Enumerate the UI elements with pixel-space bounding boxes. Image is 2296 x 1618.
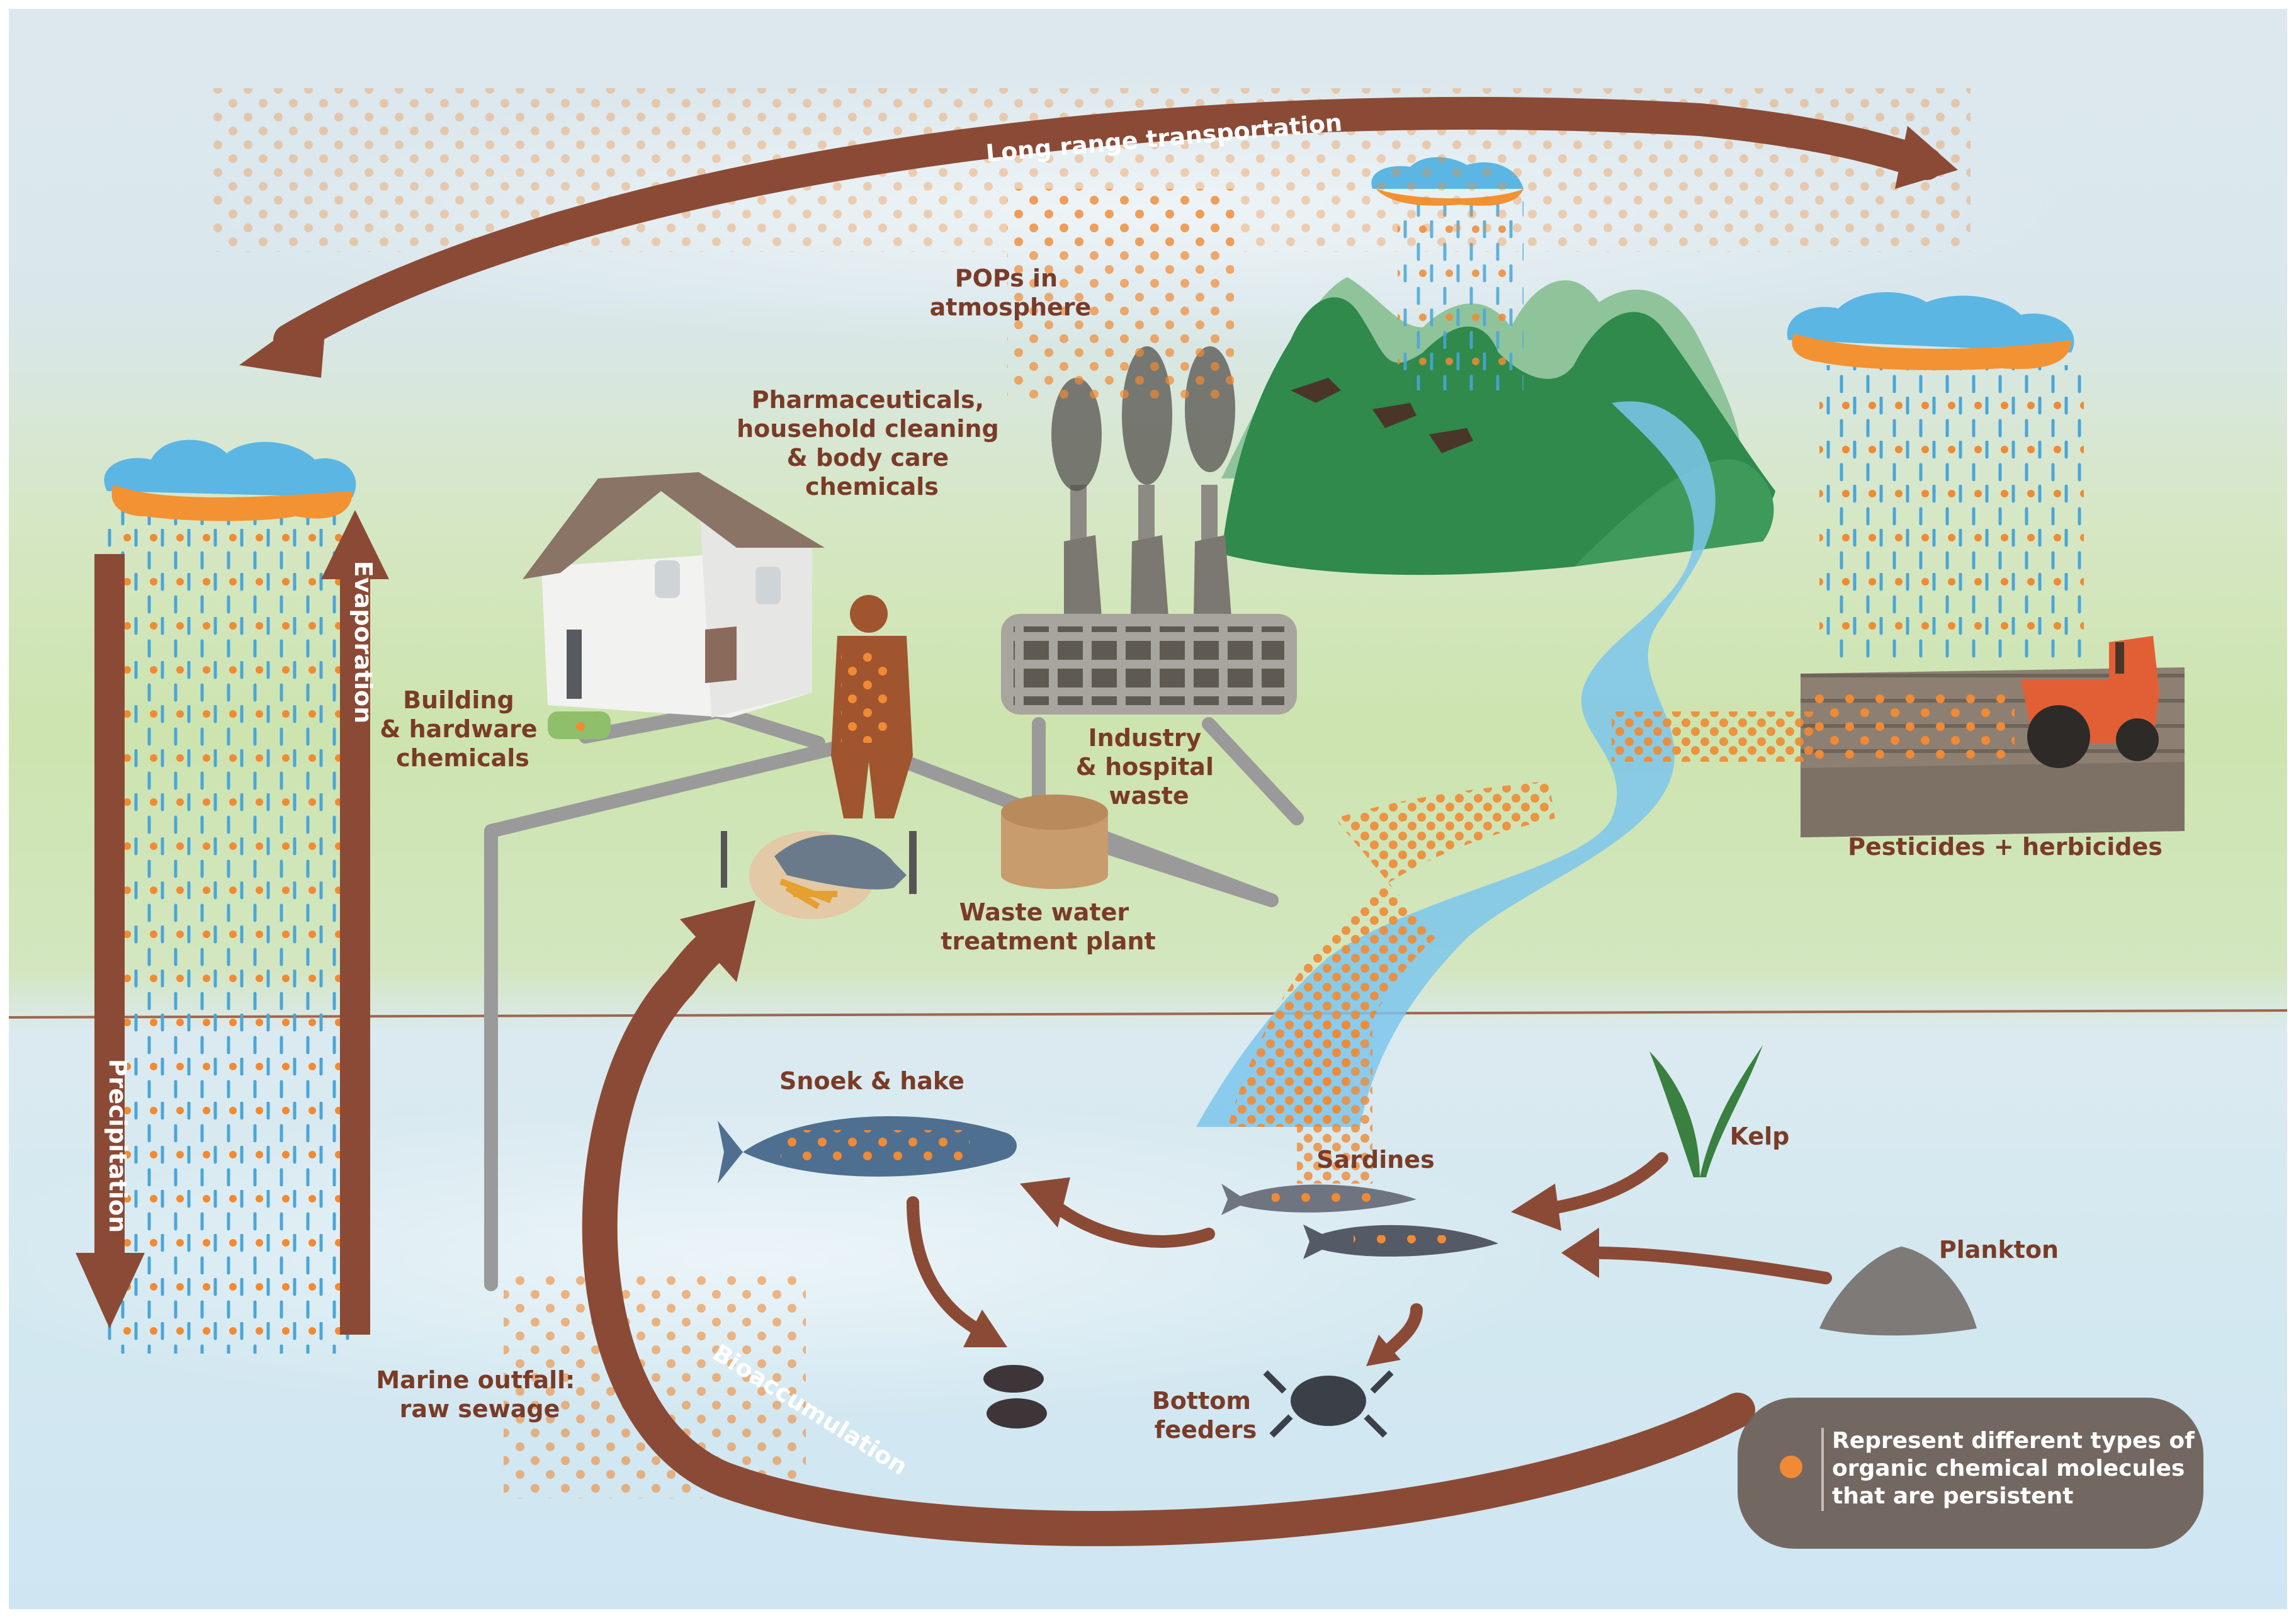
- waste-water-label: Waste water treatment plant: [941, 898, 1155, 955]
- precipitation-arrow[interactable]: Precipitation: [76, 554, 145, 1328]
- crab: [1263, 1370, 1394, 1438]
- pesticides-label: Pesticides + herbicides: [1848, 833, 2163, 861]
- building-chemicals-label: Building & hardware chemicals: [380, 686, 546, 772]
- pops-atmosphere-label: POPs in atmosphere: [930, 264, 1092, 321]
- cloud-right: [1787, 291, 2084, 661]
- kelp: [1649, 1045, 1763, 1177]
- precipitation-label: Precipitation: [104, 1059, 132, 1233]
- river: [1196, 401, 1716, 1127]
- cloud-left: [104, 439, 359, 1354]
- house: [523, 472, 825, 718]
- evaporation-label: Evaporation: [349, 561, 377, 723]
- legend-text: Represent different types of organic che…: [1832, 1428, 2202, 1509]
- tractor: [2021, 636, 2159, 768]
- waste-water-tank: [1001, 795, 1108, 889]
- birds: [1291, 378, 1473, 453]
- plankton-pile: [1819, 1247, 1977, 1336]
- sardines: [1221, 1184, 1498, 1259]
- plankton-label: Plankton: [1939, 1236, 2059, 1264]
- fish-and-chips-plate: [721, 831, 917, 919]
- evaporation-arrow[interactable]: Evaporation: [321, 510, 389, 1335]
- paint-tin-dots: [560, 716, 598, 734]
- person: [831, 595, 913, 818]
- industry-waste-label: Industry & hospital waste: [1076, 724, 1222, 810]
- bottom-feeders-label: Bottom feeders: [1152, 1387, 1259, 1444]
- pharmaceuticals-label: Pharmaceuticals, household cleaning & bo…: [737, 386, 1007, 501]
- cloud-wash: [0, 1095, 1574, 1423]
- snoek-hake-label: Snoek & hake: [779, 1067, 964, 1095]
- snoek-hake-fish: [718, 1116, 1017, 1184]
- mussels: [983, 1365, 1047, 1428]
- legend: Represent different types of organic che…: [1738, 1398, 2203, 1549]
- mountains: [1221, 277, 1775, 575]
- sea-horizon: [8, 1009, 2288, 1019]
- legend-dot-icon: [1780, 1456, 1802, 1478]
- factory: [1001, 485, 1297, 715]
- food-chain-arrows: [907, 1152, 1832, 1360]
- food-chain-arrowheads: [963, 1177, 1599, 1366]
- marine-outfall-label: Marine outfall: raw sewage: [376, 1366, 583, 1423]
- kelp-label: Kelp: [1730, 1123, 1790, 1150]
- sardines-label: Sardines: [1316, 1146, 1434, 1174]
